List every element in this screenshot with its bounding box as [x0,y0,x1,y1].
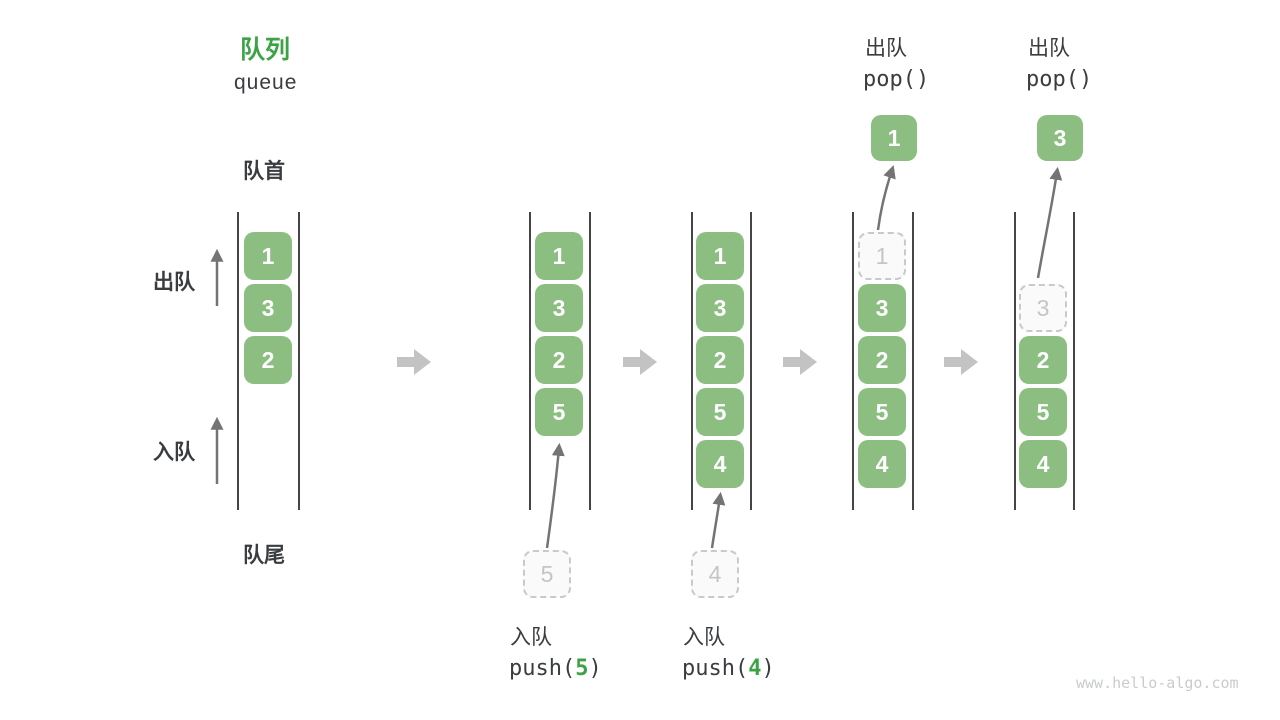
push4-fn: push( [682,656,749,681]
watermark: www.hello-algo.com [1076,674,1239,692]
stage-transition-arrow-3 [783,349,817,375]
stage2-wall-right [589,212,591,510]
stage4-box-4: 4 [858,440,906,488]
diagram-title-en: queue [234,71,298,94]
stage5-wall-right [1073,212,1075,510]
stage4-ghost-box: 1 [858,232,906,280]
stage5-popped-box: 3 [1037,115,1083,161]
stage-transition-arrow-4 [944,349,978,375]
stage4-box-5: 5 [858,388,906,436]
dequeue-side-label: 出队 [153,271,195,294]
stage5-box-2: 2 [1019,336,1067,384]
stage2-box-1: 1 [535,232,583,280]
stage2-pending-box: 5 [523,550,571,598]
stage4-dequeue-label: 出队 [865,37,907,60]
stage4-popped-box: 1 [871,115,917,161]
push5-close: ) [588,656,602,681]
push4-close: ) [761,656,775,681]
queue-front-label: 队首 [243,160,285,183]
stage5-pop-code: pop() [1026,67,1093,92]
stage2-box-5: 5 [535,388,583,436]
push-5-arrow [545,442,565,549]
stage2-box-3: 3 [535,284,583,332]
stage5-ghost-box: 3 [1019,284,1067,332]
queue-rear-label: 队尾 [243,544,285,567]
stage-transition-arrow-2 [623,349,657,375]
stage2-box-2: 2 [535,336,583,384]
stage2-wall-left [529,212,531,510]
stage5-box-4: 4 [1019,440,1067,488]
stage4-wall-right [912,212,914,510]
stage4-wall-left [852,212,854,510]
stage3-enqueue-label: 入队 [683,626,725,649]
stage3-box-3: 3 [696,284,744,332]
stage3-wall-left [691,212,693,510]
stage2-enqueue-label: 入队 [510,626,552,649]
push5-arg: 5 [575,656,589,681]
push-4-arrow [710,491,726,549]
push4-arg: 4 [748,656,762,681]
stage2-push-code: push(5) [509,656,602,681]
stage4-box-3: 3 [858,284,906,332]
stage1-box-3: 3 [244,284,292,332]
diagram-title-zh: 队列 [240,36,291,64]
enqueue-side-label: 入队 [153,441,195,464]
stage1-box-1: 1 [244,232,292,280]
stage-transition-arrow-1 [397,349,431,375]
stage4-box-2: 2 [858,336,906,384]
stage5-wall-left [1014,212,1016,510]
stage3-box-4: 4 [696,440,744,488]
push5-fn: push( [509,656,576,681]
stage5-dequeue-label: 出队 [1028,37,1070,60]
stage3-wall-right [750,212,752,510]
pop-3-arrow [1036,166,1063,279]
stage3-box-5: 5 [696,388,744,436]
pop-1-arrow [876,165,896,231]
stage3-pending-box: 4 [691,550,739,598]
stage1-box-2: 2 [244,336,292,384]
stage3-push-code: push(4) [682,656,775,681]
stage1-wall-right [298,212,300,510]
stage3-box-1: 1 [696,232,744,280]
stage5-box-5: 5 [1019,388,1067,436]
stage1-wall-left [237,212,239,510]
stage3-box-2: 2 [696,336,744,384]
stage4-pop-code: pop() [863,67,930,92]
